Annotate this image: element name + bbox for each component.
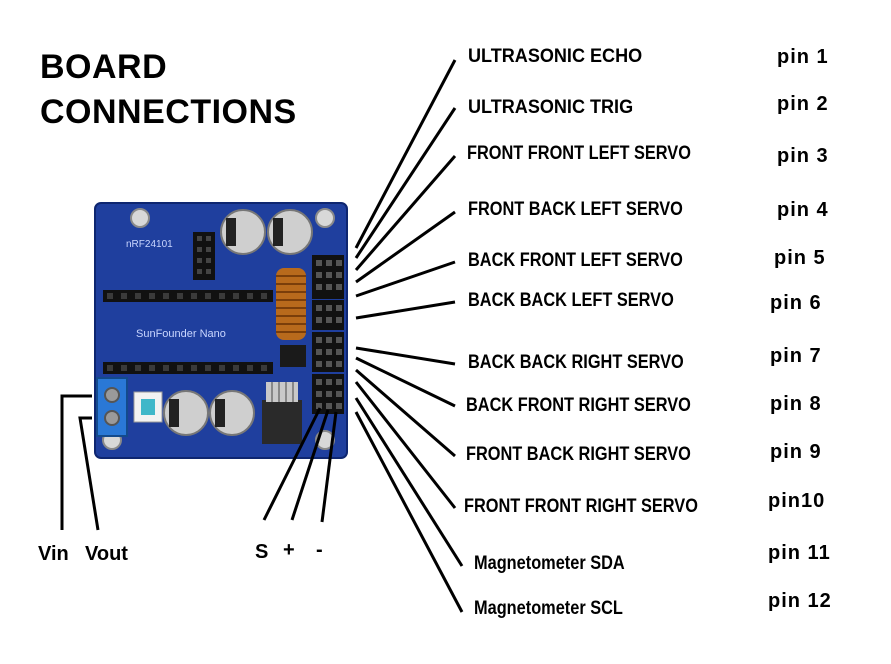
vout-label: Vout xyxy=(85,543,128,565)
leader-line-plus xyxy=(290,409,330,521)
capacitor-top-right xyxy=(267,209,313,255)
connection-label-12: Magnetometer SCL xyxy=(474,598,623,619)
mount-hole-top-left xyxy=(130,208,150,228)
connection-label-5: BACK FRONT LEFT SERVO xyxy=(468,250,683,271)
leader-line-vin xyxy=(60,394,92,530)
capacitor-bottom-right xyxy=(209,390,255,436)
connection-label-11: Magnetometer SDA xyxy=(474,553,625,574)
capacitor-top-left xyxy=(220,209,266,255)
pin-label-12: pin 12 xyxy=(768,590,832,612)
connection-label-6: BACK BACK LEFT SERVO xyxy=(468,290,674,311)
inductor-coil xyxy=(276,268,306,340)
pin-label-3: pin 3 xyxy=(777,145,829,167)
pcb-board: nRF24101 SunFounder Nano xyxy=(94,202,348,459)
leader-line-10 xyxy=(354,381,457,509)
power-switch xyxy=(133,391,163,423)
title-line-1: BOARD xyxy=(40,48,168,86)
pin-label-10: pin10 xyxy=(768,490,826,512)
pin-label-4: pin 4 xyxy=(777,199,829,221)
brand-label: SunFounder Nano xyxy=(136,328,226,340)
leader-line-2 xyxy=(354,107,457,259)
nrf-module-header xyxy=(193,232,215,280)
leader-line-7 xyxy=(355,346,456,366)
mount-hole-top-right xyxy=(315,208,335,228)
voltage-regulator xyxy=(262,382,302,444)
signal-label: S xyxy=(255,541,269,563)
pin-label-11: pin 11 xyxy=(768,542,831,564)
leader-line-1 xyxy=(354,59,457,249)
leader-line-12 xyxy=(354,411,464,613)
connection-label-9: FRONT BACK RIGHT SERVO xyxy=(466,444,691,465)
pin-label-8: pin 8 xyxy=(770,393,822,415)
leader-line-11 xyxy=(354,397,464,567)
title-line-2: CONNECTIONS xyxy=(40,93,297,131)
connection-label-1: ULTRASONIC ECHO xyxy=(468,46,643,67)
connection-label-2: ULTRASONIC TRIG xyxy=(468,97,634,118)
leader-line-6 xyxy=(355,300,456,320)
connection-label-8: BACK FRONT RIGHT SERVO xyxy=(466,395,691,416)
leader-line-5 xyxy=(355,260,456,298)
plus-label: + xyxy=(283,539,295,561)
module-label: nRF24101 xyxy=(126,239,173,250)
connection-label-4: FRONT BACK LEFT SERVO xyxy=(468,199,683,220)
connection-label-3: FRONT FRONT LEFT SERVO xyxy=(467,143,691,164)
pin-label-7: pin 7 xyxy=(770,345,822,367)
pin-label-1: pin 1 xyxy=(777,46,829,68)
vin-label: Vin xyxy=(38,543,69,565)
regulator-chip xyxy=(280,345,306,367)
connection-label-10: FRONT FRONT RIGHT SERVO xyxy=(464,496,698,517)
minus-label: - xyxy=(316,539,323,561)
leader-line-signal xyxy=(262,407,322,521)
leader-line-4 xyxy=(355,210,456,284)
capacitor-bottom-left xyxy=(163,390,209,436)
leader-line-9 xyxy=(355,368,456,458)
pin-label-5: pin 5 xyxy=(774,247,826,269)
pin-label-6: pin 6 xyxy=(770,292,822,314)
connection-label-7: BACK BACK RIGHT SERVO xyxy=(468,352,684,373)
servo-header-block xyxy=(312,255,344,414)
power-terminal-block xyxy=(96,377,128,437)
leader-line-vout xyxy=(78,416,100,531)
nano-header-top xyxy=(103,290,273,302)
nano-header-bottom xyxy=(103,362,273,374)
leader-line-3 xyxy=(354,155,457,271)
pin-label-9: pin 9 xyxy=(770,441,822,463)
pin-label-2: pin 2 xyxy=(777,93,829,115)
leader-lines xyxy=(60,59,464,613)
leader-line-8 xyxy=(355,356,456,408)
leader-line-minus xyxy=(320,411,338,523)
